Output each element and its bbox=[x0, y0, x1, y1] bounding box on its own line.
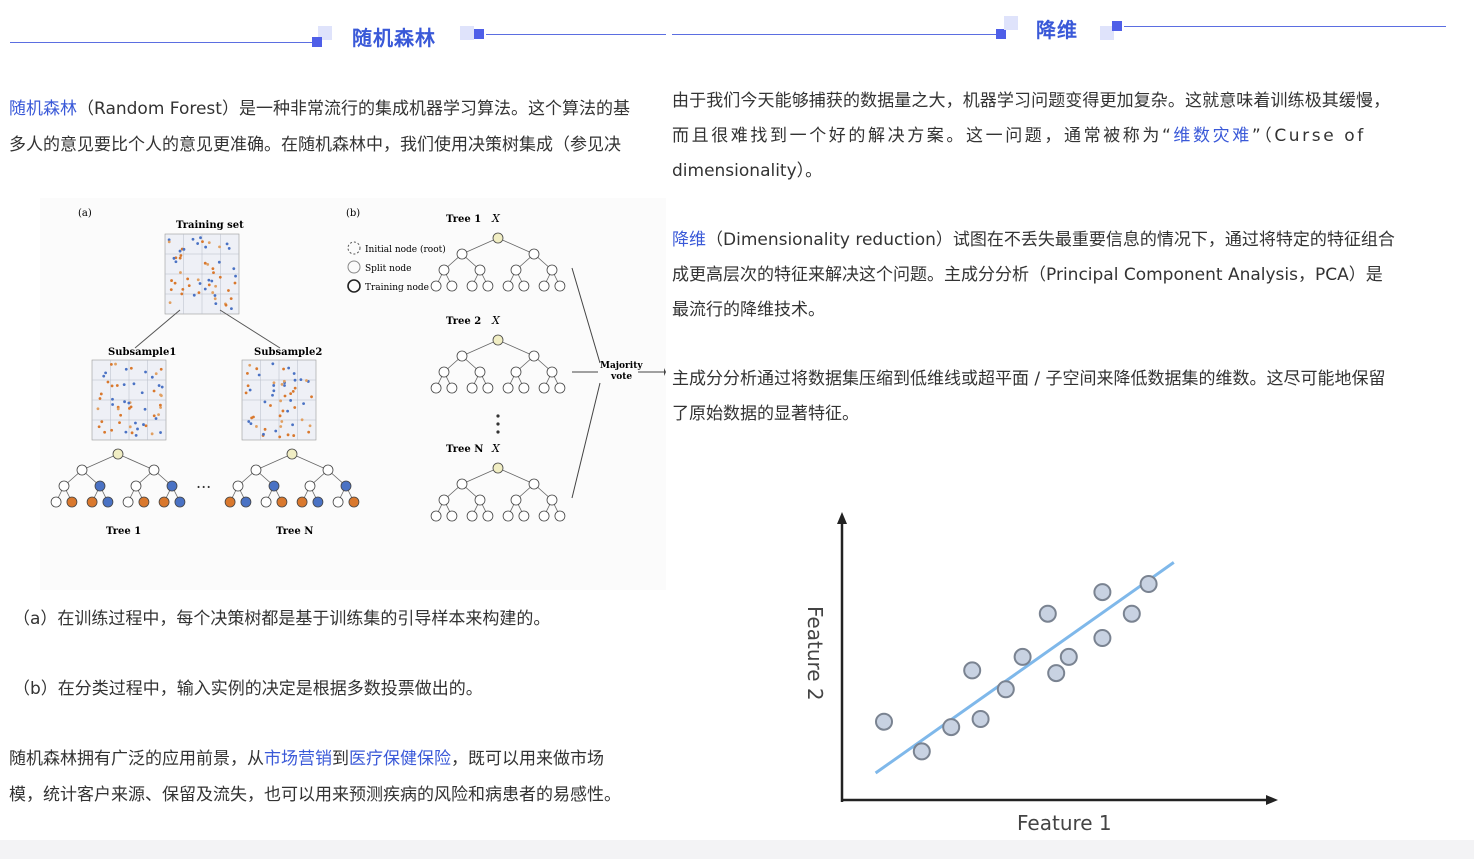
vote-arrow bbox=[571, 382, 601, 499]
x-label: X bbox=[491, 442, 501, 455]
x-axis-arrowhead bbox=[1266, 795, 1278, 805]
intro-paragraph-line1: 随机森林（Random Forest）是一种非常流行的集成机器学习算法。这个算法… bbox=[9, 92, 630, 127]
heading-rule-left bbox=[672, 34, 998, 35]
x-label: X bbox=[491, 212, 501, 225]
section-title: 随机森林 bbox=[352, 26, 436, 50]
treeN-b-label: Tree N bbox=[446, 444, 483, 455]
p1-line2: 而且很难找到一个好的解决方案。这一问题，通常被称为“维数灾难”（Curse of bbox=[672, 119, 1366, 154]
heading-deco-square bbox=[996, 29, 1006, 39]
intro-paragraph-line2: 多人的意见要比个人的意见更准确。在随机森林中，我们使用决策树集成（参见决 bbox=[9, 135, 621, 155]
random-forest-column: 随机森林 随机森林（Random Forest）是一种非常流行的集成机器学习算法… bbox=[0, 0, 666, 840]
heading-rule-right bbox=[1124, 26, 1446, 27]
data-point bbox=[996, 680, 1015, 699]
training-set-grid bbox=[164, 233, 240, 315]
dim-reduction-heading-bar: 降维 bbox=[672, 6, 1452, 46]
apps-text: ，既可以用来做市场 bbox=[451, 749, 604, 769]
data-point bbox=[1047, 664, 1066, 683]
curse-of-dimensionality-link[interactable]: 维数灾难 bbox=[1173, 126, 1252, 146]
p1-line1: 由于我们今天能够捕获的数据量之大，机器学习问题变得更加复杂。这就意味着训练极其缓… bbox=[672, 91, 1391, 111]
heading-deco-square bbox=[460, 26, 474, 40]
legend-split: Split node bbox=[365, 264, 411, 274]
subsample2-label: Subsample2 bbox=[254, 347, 322, 358]
data-point bbox=[1093, 583, 1112, 602]
random-forest-heading-bar: 随机森林 bbox=[0, 12, 666, 52]
p1-line3: dimensionality）。 bbox=[672, 161, 823, 181]
majority-label: Majority bbox=[600, 361, 643, 371]
applications-line1: 随机森林拥有广泛的应用前景，从市场营销到医疗保健保险，既可以用来做市场 bbox=[9, 742, 604, 777]
subsample1-grid bbox=[91, 359, 167, 441]
panel-b-label: (b) bbox=[346, 208, 360, 219]
apps-text: 到 bbox=[332, 749, 349, 769]
tree-1-a bbox=[50, 448, 186, 508]
legend-training: Training node bbox=[365, 283, 429, 293]
vote-arrow bbox=[571, 267, 601, 364]
data-point bbox=[875, 712, 893, 731]
p3-line2: 了原始数据的显著特征。 bbox=[672, 404, 859, 424]
arrow-to-subsample2 bbox=[219, 309, 281, 349]
heading-deco-square bbox=[318, 26, 332, 40]
data-point bbox=[971, 710, 990, 728]
p1-text: 而且很难找到一个好的解决方案。这一问题，通常被称为“ bbox=[672, 126, 1174, 146]
caption-a: （a）在训练过程中，每个决策树都是基于训练集的引导样本来构建的。 bbox=[13, 609, 551, 629]
intro-text: （Random Forest）是一种非常流行的集成机器学习算法。这个算法的基 bbox=[77, 99, 630, 119]
data-point bbox=[963, 661, 982, 680]
x-axis-label: Feature 1 bbox=[1017, 811, 1112, 835]
apps-text: 随机森林拥有广泛的应用前景，从 bbox=[9, 749, 264, 769]
subsample1-label: Subsample1 bbox=[108, 347, 176, 358]
x-label: X bbox=[491, 314, 501, 327]
applications-line2: 模，统计客户来源、保留及流失，也可以用来预测疾病的风险和病患者的易感性。 bbox=[9, 785, 621, 805]
heading-deco-square bbox=[1004, 16, 1018, 30]
treeN-a-label: Tree N bbox=[276, 526, 313, 537]
p3-line1: 主成分分析通过将数据集压缩到低维线或超平面 / 子空间来降低数据集的维数。这尽可… bbox=[672, 369, 1386, 389]
p2-text: （Dimensionality reduction）试图在不丢失最重要信息的情况… bbox=[706, 230, 1395, 250]
p2-line1: 降维（Dimensionality reduction）试图在不丢失最重要信息的… bbox=[672, 223, 1395, 258]
legend-initial: Initial node (root) bbox=[365, 244, 446, 255]
tree-2-b bbox=[430, 334, 566, 394]
heading-deco-square bbox=[1100, 26, 1114, 40]
vote-label: vote bbox=[610, 372, 632, 382]
data-point bbox=[1093, 629, 1112, 647]
tree1-a-label: Tree 1 bbox=[106, 526, 141, 537]
section-title: 降维 bbox=[1036, 18, 1078, 42]
panel-a-label: (a) bbox=[78, 208, 92, 219]
data-point bbox=[1122, 604, 1141, 623]
dimensionality-reduction-column: 降维 由于我们今天能够捕获的数据量之大，机器学习问题变得更加复杂。这就意味着训练… bbox=[672, 0, 1452, 840]
caption-b: （b）在分类过程中，输入实例的决定是根据多数投票做出的。 bbox=[13, 679, 483, 699]
dimensionality-reduction-link[interactable]: 降维 bbox=[672, 230, 706, 250]
tree-1-b bbox=[430, 232, 566, 292]
marketing-link[interactable]: 市场营销 bbox=[264, 749, 332, 769]
p2-line2: 成更高层次的特征来解决这个问题。主成分分析（Principal Componen… bbox=[672, 265, 1383, 285]
data-point bbox=[1139, 575, 1158, 593]
tree-n-a bbox=[224, 448, 360, 508]
y-axis-arrowhead bbox=[837, 512, 847, 524]
p2-line3: 最流行的降维技术。 bbox=[672, 300, 825, 320]
data-point bbox=[912, 742, 931, 761]
ellipsis-label: ... bbox=[196, 473, 211, 492]
heading-deco-square bbox=[1112, 21, 1122, 31]
heading-rule-left bbox=[10, 42, 316, 43]
heading-deco-square bbox=[474, 29, 484, 39]
data-point bbox=[1013, 647, 1032, 666]
p1-text: ”（Curse of bbox=[1251, 126, 1366, 146]
page-footer-strip bbox=[0, 840, 1474, 859]
heading-deco-square bbox=[312, 37, 322, 47]
random-forest-figure: (a) (b) Training set Subsample1 Subsampl… bbox=[40, 198, 666, 590]
data-point bbox=[1059, 647, 1078, 666]
tree1-b-label: Tree 1 bbox=[446, 214, 481, 225]
tree-n-b bbox=[430, 462, 566, 522]
y-axis-label: Feature 2 bbox=[803, 606, 827, 701]
heading-rule-right bbox=[486, 34, 666, 35]
data-point bbox=[942, 718, 961, 737]
healthcare-link[interactable]: 医疗保健保险 bbox=[349, 749, 451, 769]
principal-component-line bbox=[874, 561, 1175, 775]
arrow-to-subsample1 bbox=[134, 309, 181, 349]
random-forest-link[interactable]: 随机森林 bbox=[9, 99, 77, 119]
tree2-b-label: Tree 2 bbox=[446, 316, 481, 327]
legend: Initial node (root) Split node Training … bbox=[347, 241, 446, 293]
training-set-label: Training set bbox=[176, 220, 244, 231]
subsample2-grid bbox=[241, 359, 317, 441]
pca-scatter-chart: Feature 1 Feature 2 bbox=[803, 512, 1278, 835]
data-point bbox=[1038, 604, 1057, 623]
